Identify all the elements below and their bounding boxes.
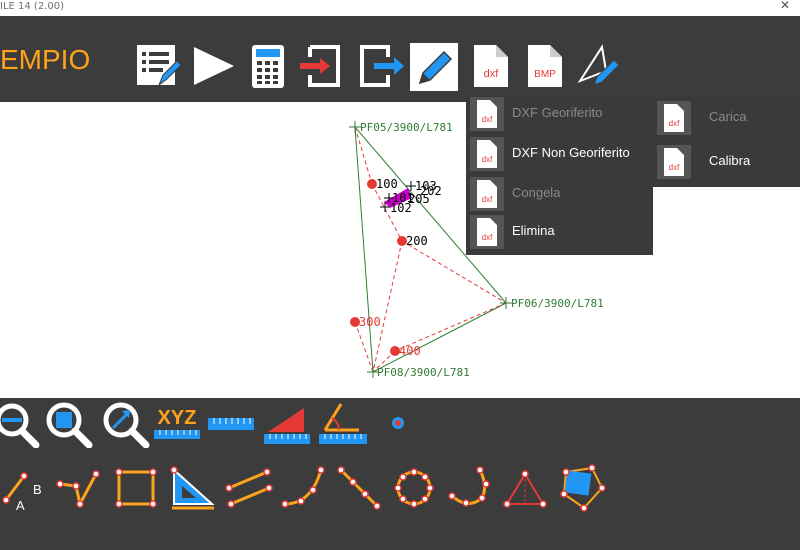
measure-distance-icon[interactable] — [208, 416, 254, 430]
dashed-line — [354, 321, 374, 373]
dxf-file-icon: dxf — [657, 101, 691, 135]
survey-point[interactable] — [350, 317, 360, 327]
bmp-file-icon[interactable]: BMP — [522, 43, 568, 89]
line-ab-icon[interactable]: A B — [2, 466, 46, 513]
bmp-file-label: BMP — [534, 69, 556, 80]
polygon-edge — [354, 126, 507, 304]
dashed-line — [354, 126, 373, 185]
set-square-tool-icon[interactable] — [168, 464, 216, 512]
menu-item-label: Carica — [709, 109, 747, 124]
menu-item-elimina[interactable]: dxf Elimina — [466, 213, 653, 251]
menu-item-label: Elimina — [512, 223, 555, 238]
polygon-edge — [354, 126, 374, 373]
menu-item-dxf-non-georiferito[interactable]: dxf DXF Non Georiferito — [466, 135, 653, 173]
dxf-file-icon[interactable]: dxf — [468, 43, 514, 89]
polygon-edge — [372, 302, 507, 373]
arc-tool-icon[interactable] — [281, 466, 327, 512]
dashed-line — [372, 240, 403, 373]
svg-text:dxf: dxf — [669, 163, 680, 172]
app-brand: EMPIO — [0, 44, 91, 75]
menu-item-calibra[interactable]: dxf Calibra — [653, 143, 800, 181]
dxf-file-icon: dxf — [470, 137, 504, 171]
dashed-line — [371, 183, 403, 242]
play-icon[interactable] — [190, 43, 236, 89]
top-toolbar: EMPIO — [0, 16, 800, 102]
point-label: 400 — [399, 344, 421, 358]
dashed-line — [372, 350, 396, 373]
survey-point[interactable] — [397, 236, 407, 246]
close-icon[interactable]: ✕ — [779, 0, 790, 12]
measure-area-icon[interactable] — [264, 404, 310, 446]
point-label: 205 — [408, 192, 430, 206]
menu-item-label: Congela — [512, 185, 561, 200]
list-edit-icon[interactable] — [135, 43, 182, 89]
survey-point[interactable] — [367, 179, 377, 189]
survey-drawing[interactable]: PF05/3900/L781 PF06/3900/L781 PF08/3900/… — [0, 102, 800, 398]
svg-text:dxf: dxf — [482, 115, 493, 124]
rectangle-tool-icon[interactable] — [113, 466, 159, 512]
menu-item-label: Calibra — [709, 153, 751, 168]
window-titlebar: ILE 14 (2.00) ✕ — [0, 0, 800, 16]
circle-points-icon[interactable] — [392, 466, 438, 512]
dxf-file-icon: dxf — [470, 215, 504, 249]
svg-text:dxf: dxf — [482, 233, 493, 242]
vertex-label: PF05/3900/L781 — [360, 121, 453, 134]
zoom-extents-icon[interactable] — [101, 400, 151, 449]
polygon-tool-icon[interactable] — [558, 464, 606, 512]
draw-tool-icon[interactable] — [576, 43, 622, 89]
selected-area — [384, 188, 412, 208]
zoom-window-icon[interactable] — [44, 400, 94, 449]
svg-text:A: A — [16, 498, 25, 512]
vertex-label: PF08/3900/L781 — [377, 366, 470, 379]
point-label: 103 — [415, 179, 437, 193]
dxf-file-label: dxf — [484, 68, 500, 80]
vertex-label: PF06/3900/L781 — [511, 297, 604, 310]
point-label: 102 — [390, 201, 412, 215]
point-label: 101 — [392, 191, 414, 205]
window-title: ILE 14 (2.00) — [0, 1, 64, 12]
point-label: 300 — [359, 315, 381, 329]
svg-text:XYZ: XYZ — [158, 407, 197, 429]
dashed-line — [401, 240, 507, 304]
point-label: 100 — [376, 177, 398, 191]
svg-text:dxf: dxf — [482, 155, 493, 164]
svg-text:dxf: dxf — [669, 119, 680, 128]
svg-text:dxf: dxf — [482, 195, 493, 204]
survey-point[interactable] — [390, 346, 400, 356]
dxf-file-icon: dxf — [657, 145, 691, 179]
dxf-file-icon: dxf — [470, 177, 504, 211]
point-marker-icon[interactable] — [390, 415, 406, 431]
triangle-tool-icon[interactable] — [503, 466, 549, 512]
menu-item-carica[interactable]: dxf Carica — [653, 99, 800, 137]
dxf-file-icon: dxf — [470, 97, 504, 131]
pencil-icon[interactable] — [410, 43, 458, 91]
calculator-icon[interactable] — [245, 43, 291, 89]
menu-item-label: DXF Georiferito — [512, 105, 603, 120]
bmp-dropdown-menu: dxf Carica dxf Calibra — [653, 95, 800, 187]
polyline-tool-icon[interactable] — [56, 466, 102, 512]
curve-points-icon[interactable] — [448, 466, 494, 512]
xyz-coordinates-icon[interactable]: XYZ — [152, 404, 202, 444]
point-label: 200 — [406, 234, 428, 248]
line-points-icon[interactable] — [337, 466, 383, 512]
export-icon[interactable] — [358, 43, 404, 89]
point-label: 202 — [420, 184, 442, 198]
menu-item-label: DXF Non Georiferito — [512, 145, 630, 160]
menu-item-dxf-georiferito[interactable]: dxf DXF Georiferito — [466, 95, 653, 133]
svg-text:B: B — [33, 482, 42, 497]
zoom-out-icon[interactable] — [0, 400, 42, 449]
dxf-dropdown-menu: dxf DXF Georiferito dxf DXF Non Georifer… — [466, 95, 653, 255]
measure-angle-icon[interactable] — [319, 402, 367, 446]
parallel-lines-icon[interactable] — [225, 466, 273, 512]
import-icon[interactable] — [300, 43, 346, 89]
menu-item-congela[interactable]: dxf Congela — [466, 175, 653, 213]
bottom-toolbar: XYZ — [0, 398, 800, 550]
dashed-line — [394, 302, 507, 352]
